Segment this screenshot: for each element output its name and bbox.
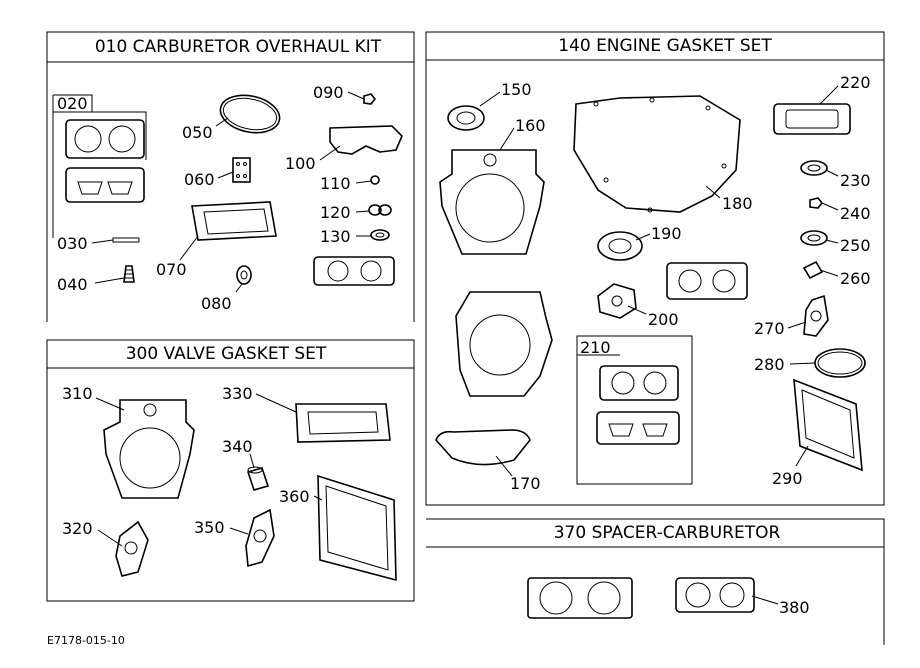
part-170-gasket [435, 429, 531, 466]
part-100-gasket [329, 125, 403, 155]
callout-260: 260 [840, 269, 871, 288]
part-270-gasket [803, 294, 829, 337]
part-engine-gasket-pair [666, 262, 748, 300]
part-130-washer [370, 229, 390, 241]
callout-110: 110 [320, 174, 351, 193]
callout-310: 310 [62, 384, 93, 403]
section-frames [46, 31, 885, 645]
part-110-nut [370, 175, 380, 185]
callout-320: 320 [62, 519, 93, 538]
callout-070: 070 [156, 260, 187, 279]
part-050-o-ring [219, 94, 281, 134]
callout-340: 340 [222, 437, 253, 456]
callout-250: 250 [840, 236, 871, 255]
callout-030: 030 [57, 234, 88, 253]
callout-380: 380 [779, 598, 810, 617]
part-160-head-gasket [439, 149, 545, 255]
part-080-washer [236, 265, 252, 285]
callout-120: 120 [320, 203, 351, 222]
figure-code: E7178-015-10 [47, 634, 125, 647]
part-380-gasket [675, 577, 755, 613]
callout-040: 040 [57, 275, 88, 294]
part-280-o-ring [814, 348, 866, 378]
callout-360: 360 [279, 487, 310, 506]
callout-210: 210 [580, 338, 611, 357]
part-020-gaskets [65, 119, 145, 203]
part-290-gasket [793, 378, 863, 472]
callout-020: 020 [57, 94, 88, 113]
callout-170: 170 [510, 474, 541, 493]
callout-240: 240 [840, 204, 871, 223]
callout-130: 130 [320, 227, 351, 246]
part-060-plate [232, 157, 251, 183]
callout-180: 180 [722, 194, 753, 213]
callout-090: 090 [313, 83, 344, 102]
callout-labels: 020 030 040 050 060 070 080 090 100 110 … [57, 73, 871, 617]
part-090-nut [363, 93, 377, 105]
callout-160: 160 [515, 116, 546, 135]
part-210-gaskets [596, 365, 680, 445]
callout-080: 080 [201, 294, 232, 313]
section-title-spacer-carburetor: 370 SPACER-CARBURETOR [554, 523, 781, 543]
part-260-fitting [802, 260, 824, 280]
part-350-gasket [245, 508, 275, 568]
callout-200: 200 [648, 310, 679, 329]
part-070-gasket [191, 201, 277, 241]
part-200-gasket [597, 283, 637, 319]
callout-230: 230 [840, 171, 871, 190]
part-head-gasket-2 [455, 291, 553, 397]
part-310-head-gasket [103, 399, 195, 499]
callout-330: 330 [222, 384, 253, 403]
part-030-pin [112, 237, 140, 243]
callout-050: 050 [182, 123, 213, 142]
part-040-jet [123, 265, 135, 283]
part-370-spacer [527, 577, 633, 619]
callout-290: 290 [772, 469, 803, 488]
callout-190: 190 [651, 224, 682, 243]
part-320-gasket [115, 520, 149, 577]
part-150-seal [447, 105, 485, 131]
section-title-engine-gasket-set: 140 ENGINE GASKET SET [558, 36, 772, 56]
callout-350: 350 [194, 518, 225, 537]
section-title-carburetor-overhaul-kit: 010 CARBURETOR OVERHAUL KIT [95, 37, 382, 57]
leader-lines [91, 85, 839, 605]
part-220-gasket [773, 103, 851, 135]
callout-220: 220 [840, 73, 871, 92]
part-180-crankcase-gasket [573, 95, 741, 213]
callout-280: 280 [754, 355, 785, 374]
part-190-seal [597, 231, 643, 261]
section-title-valve-gasket-set: 300 VALVE GASKET SET [126, 344, 327, 364]
part-kit-gasket-pair [313, 256, 395, 286]
part-360-gasket [317, 474, 397, 582]
callout-150: 150 [501, 80, 532, 99]
part-230-washer [800, 160, 828, 176]
part-330-gasket [295, 403, 391, 443]
callout-100: 100 [285, 154, 316, 173]
callout-270: 270 [754, 319, 785, 338]
part-240-nut [809, 197, 824, 209]
part-340-bushing [246, 466, 270, 491]
part-250-washer [800, 230, 828, 246]
callout-060: 060 [184, 170, 215, 189]
part-120-bushings [368, 204, 392, 216]
